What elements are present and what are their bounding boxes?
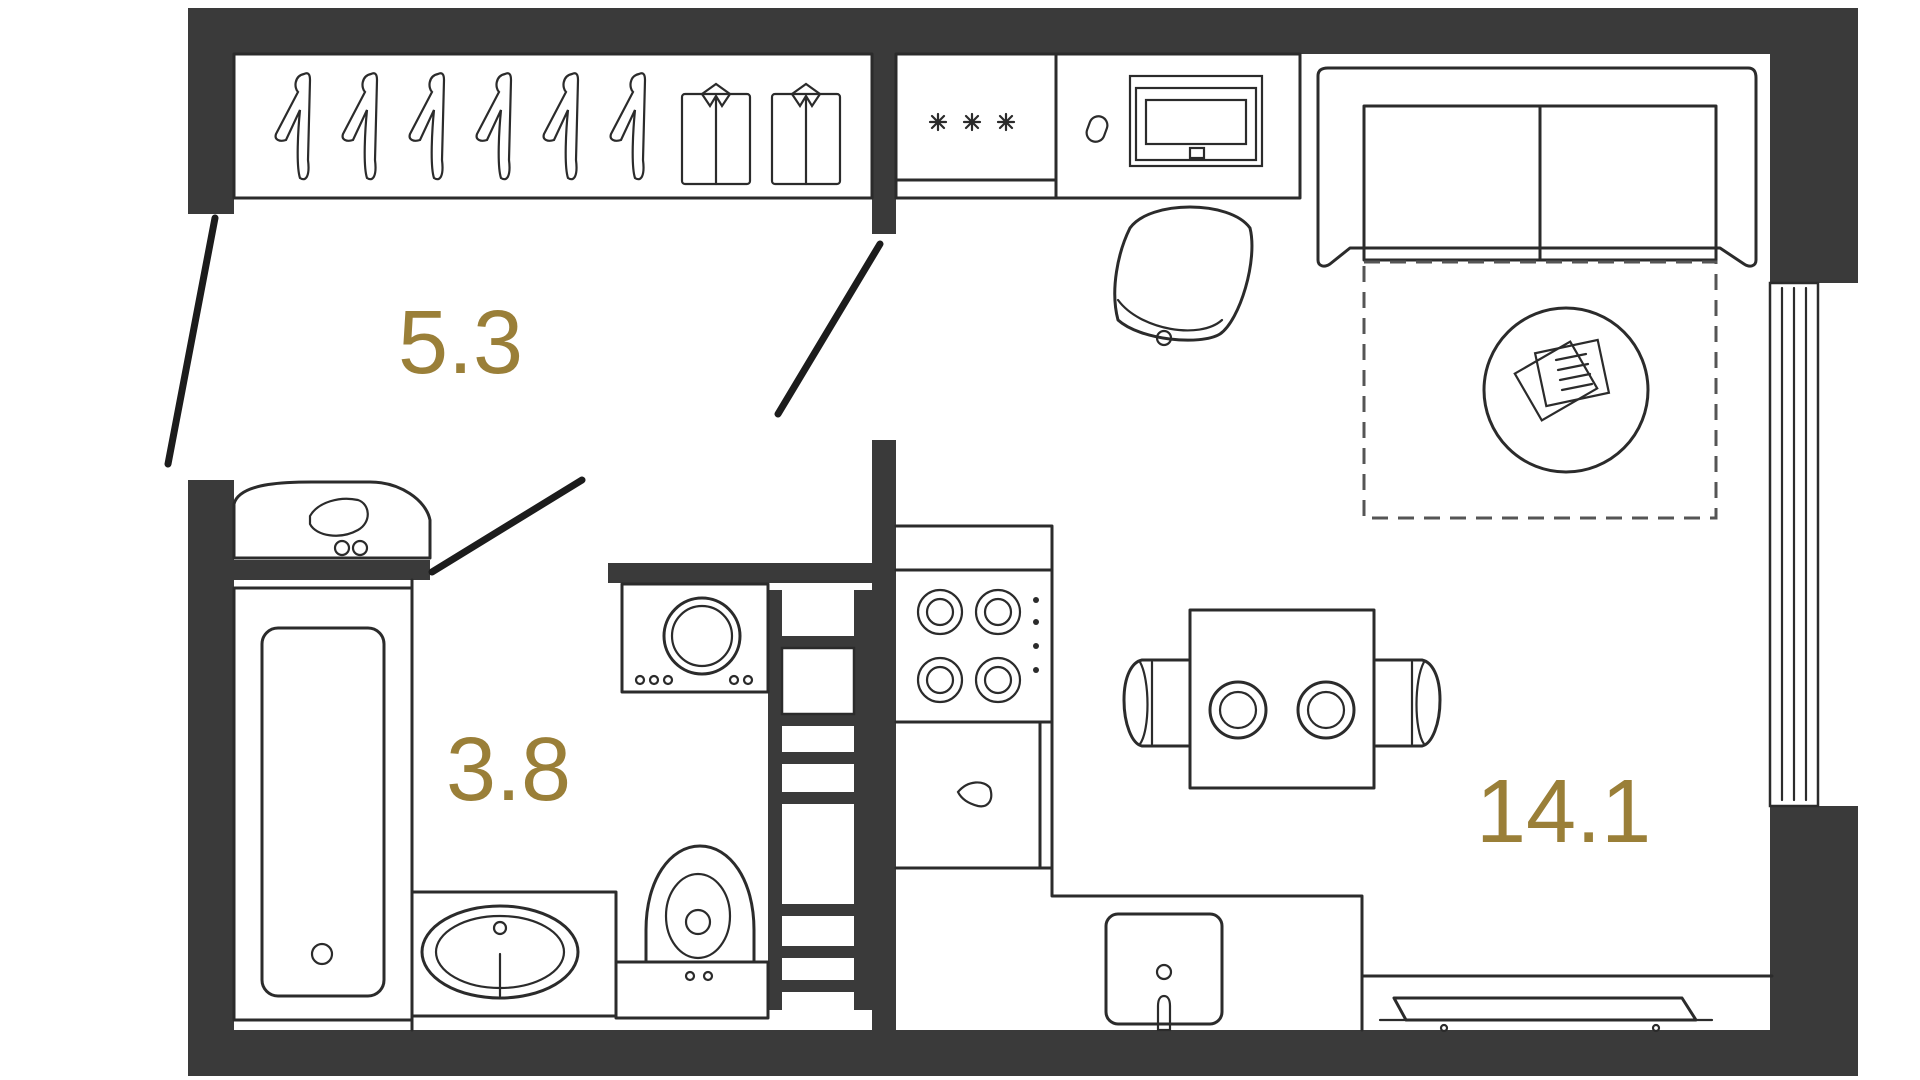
sofa-cushion: [1538, 104, 1718, 262]
room-area-living-room: 14.1: [1476, 762, 1651, 862]
bathtub-icon: [232, 586, 414, 1022]
hanger-icon: [341, 72, 379, 181]
wall-top: [188, 8, 1858, 54]
kitchen-counter: [894, 524, 1054, 870]
chair-icon: [1122, 658, 1190, 748]
dining-table-icon: [1122, 608, 1442, 790]
shelf-board: [768, 980, 872, 992]
wall-laundry-top: [608, 563, 876, 583]
room-area-hallway: 5.3: [398, 293, 523, 393]
shirt-icon: [680, 82, 752, 186]
rug-icon: [1362, 260, 1718, 520]
bathroom: [232, 480, 770, 1032]
shelf-recess: [780, 646, 856, 716]
hanger-icon: [542, 72, 580, 181]
wall-left-lower: [188, 480, 234, 1076]
kitchen-counter-bottom: [1050, 866, 1364, 1032]
kitchen: [894, 524, 1364, 1032]
window-icon: [1768, 281, 1820, 808]
kitchen-sink-icon: [1104, 912, 1224, 1032]
radiator-icon: [1360, 974, 1774, 1033]
door-icon: [774, 240, 884, 418]
washing-machine-icon: [620, 582, 770, 694]
wall-bathroom-right: [872, 440, 896, 1036]
sofa-icon: [1316, 66, 1758, 268]
hanger-icon: [408, 72, 446, 181]
hob-icon: [916, 588, 1039, 704]
hanger-icon: [609, 72, 647, 181]
chair-icon: [1113, 205, 1254, 347]
water-drop-icon: [956, 781, 993, 808]
wall-bathroom-top: [230, 560, 430, 580]
walls: [188, 8, 1858, 1076]
laptop-icon: [1128, 74, 1264, 168]
wardrobe: [232, 52, 874, 200]
shelf-board: [768, 792, 872, 804]
hanger-icon: [274, 72, 312, 181]
coffee-table-icon: [1482, 306, 1650, 474]
shelf-board: [768, 714, 872, 726]
shelf-board: [768, 636, 872, 648]
doors: [164, 214, 884, 576]
mouse-icon: [1085, 115, 1109, 143]
wall-right-upper: [1770, 8, 1858, 283]
wc-icon: [614, 844, 770, 1020]
hanger-icon: [475, 72, 513, 181]
wall-right-lower: [1770, 806, 1858, 1076]
door-icon: [428, 476, 586, 576]
shirt-icon: [770, 82, 842, 186]
wall-left-upper: [188, 8, 234, 214]
shelf-board: [768, 904, 872, 916]
room-area-bathroom: 3.8: [446, 720, 571, 820]
desk-area: [894, 52, 1302, 347]
toilet-icon: [232, 480, 432, 560]
shelf-board: [768, 946, 872, 958]
sofa-cushion: [1362, 104, 1542, 262]
door-icon: [164, 214, 219, 468]
wall-bottom: [188, 1030, 1858, 1076]
chair-icon: [1374, 658, 1442, 748]
desk-outline: [1054, 52, 1302, 200]
sink-icon: [410, 890, 618, 1018]
wall-closet-divider: [872, 50, 896, 234]
wardrobe-outline: [232, 52, 874, 200]
stove-icon: [928, 112, 1016, 132]
shelf-board: [768, 752, 872, 764]
